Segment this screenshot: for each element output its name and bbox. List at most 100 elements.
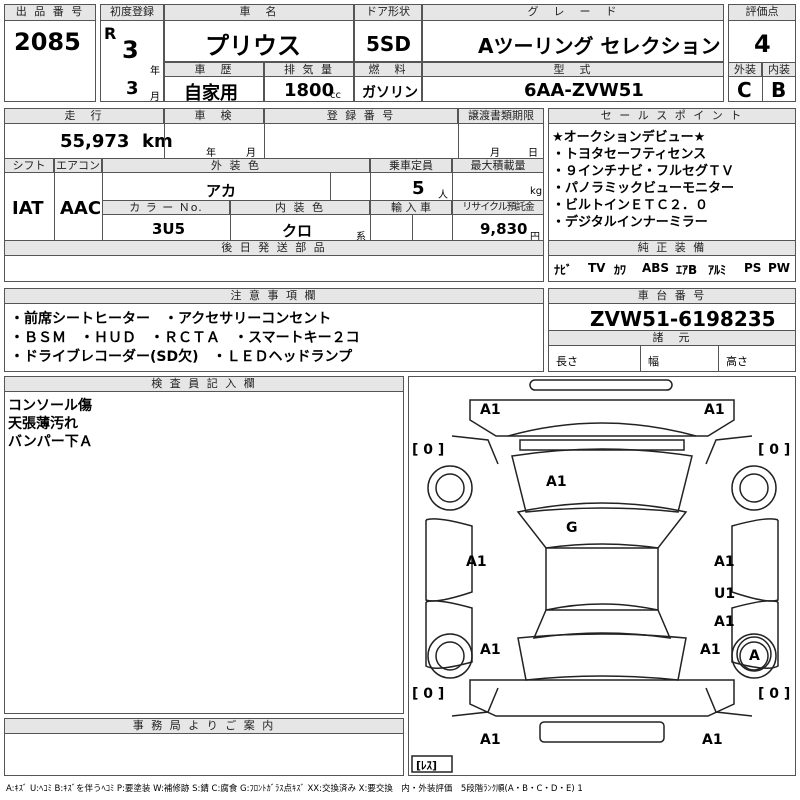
ext-score: C: [737, 78, 752, 102]
color-no-label: カ ラ ー Ｎo.: [102, 200, 230, 215]
later-parts-label: 後 日 発 送 部 品: [4, 240, 544, 256]
mark-door-right: A1: [714, 554, 735, 570]
mark-rear-left: A1: [480, 732, 501, 748]
mark-hood: A1: [546, 474, 567, 490]
grade-label: グ レ ー ド: [422, 4, 724, 21]
inspector-line: バンパー下Ａ: [8, 434, 93, 450]
capacity-label: 乗車定員: [370, 158, 452, 173]
transfer-label: 譲渡書類期限: [458, 108, 544, 124]
shift: IAT: [12, 198, 44, 219]
tire-fl: [ 0 ]: [412, 442, 444, 458]
int-color: クロ: [282, 222, 313, 240]
tire-fr: [ 0 ]: [758, 442, 790, 458]
color-label: 外 装 色: [102, 158, 370, 173]
sales-line: ★オークションデビュー★: [552, 130, 706, 145]
inspection-year-unit: 年: [206, 148, 216, 159]
car-name: プリウス: [205, 32, 301, 60]
recycle-label: リサイクル預託金: [452, 200, 544, 215]
lot-label: 出 品 番 号: [4, 4, 96, 21]
first-reg-label: 初度登録: [100, 4, 164, 21]
recycle: 9,830: [480, 220, 528, 238]
fuel-label: 燃 料: [354, 62, 422, 77]
height-label: 高さ: [726, 355, 748, 368]
door-label: ドア形状: [354, 4, 422, 21]
displacement-unit: cc: [330, 90, 341, 101]
inspection-month-unit: 月: [246, 148, 256, 159]
mark-quarter-left: A1: [480, 642, 501, 658]
mark-door-right-u: U1: [714, 586, 735, 602]
displacement-label: 排 気 量: [264, 62, 354, 77]
equipment-item: ﾅﾋﾞ: [554, 263, 573, 277]
legend: A:ｷｽﾞ U:ﾍｺﾐ B:ｷｽﾞを伴うﾍｺﾐ P:要塗装 W:補修跡 S:錆 …: [6, 784, 583, 794]
equipment-item: ｶﾜ: [614, 263, 627, 277]
int-color-label: 内 装 色: [230, 200, 370, 215]
grade: Aツーリング セレクション: [478, 34, 721, 58]
mark-rear-door-right: A1: [714, 614, 735, 630]
inspector-line: コンソール傷: [8, 398, 92, 414]
notes-line: ・前席シートヒーター ・アクセサリーコンセント: [10, 311, 332, 327]
model-label: 型 式: [422, 62, 724, 77]
sales-line: ・パノラミックビューモニター: [552, 181, 735, 196]
era: R: [104, 24, 117, 43]
mark-rear-right: A1: [702, 732, 723, 748]
score: 4: [754, 30, 771, 58]
reg-year: 3: [122, 36, 139, 64]
history-label: 車 歴: [164, 62, 264, 77]
recycle-unit: 円: [530, 232, 540, 243]
ext-label: 外装: [728, 62, 762, 77]
int-color-unit: 系: [356, 232, 366, 243]
reg-number-label: 登 録 番 号: [264, 108, 458, 124]
sales-line: ・トヨタセーフティセンス: [552, 147, 707, 162]
mileage-label: 走 行: [4, 108, 164, 124]
mark-roof: G: [566, 520, 578, 536]
color: アカ: [206, 182, 237, 200]
score-label: 評価点: [728, 4, 796, 21]
office-label: 事 務 局 よ り ご 案 内: [4, 718, 404, 734]
capacity-unit: 人: [438, 190, 448, 201]
notes-label: 注 意 事 項 欄: [4, 288, 544, 304]
ac-label: エアコン: [54, 158, 102, 173]
mark-front-right: A1: [704, 402, 725, 418]
tire-rr: [ 0 ]: [758, 686, 790, 702]
mark-wheel-circle: A: [749, 648, 760, 664]
sales-line: ・デジタルインナーミラー: [552, 215, 708, 230]
year-unit: 年: [150, 66, 160, 77]
car-outline-svg: A1 A1 A1 G A1 A1 U1 A1 A1 A1 A1 A1 A [ 0…: [411, 379, 790, 773]
mark-front-left: A1: [480, 402, 501, 418]
mileage-unit: km: [142, 131, 173, 152]
sales-line: ・ビルトインＥＴＣ２．０: [552, 198, 709, 213]
transfer-day-unit: 日: [528, 148, 538, 159]
model: 6AA-ZVW51: [524, 80, 644, 101]
width-label: 幅: [648, 355, 659, 368]
door-type: 5SD: [366, 32, 411, 56]
int-label: 内装: [762, 62, 796, 77]
reg-month: 3: [126, 78, 139, 99]
inspector-line: 天張薄汚れ: [8, 416, 78, 432]
inspector-label: 検 査 員 記 入 欄: [4, 376, 404, 392]
shift-label: シフト: [4, 158, 54, 173]
import-label: 輸 入 車: [370, 200, 452, 215]
spare-tire: [ﾚｽ]: [416, 759, 437, 772]
equipment-item: ｱﾙﾐ: [708, 263, 727, 277]
notes-line: ・ＢＳＭ ・ＨＵＤ ・ＲＣＴＡ ・スマートキー２コ: [10, 330, 360, 346]
tire-rl: [ 0 ]: [412, 686, 444, 702]
displacement: 1800: [284, 80, 335, 101]
month-unit: 月: [150, 92, 160, 103]
load-label: 最大積載量: [452, 158, 544, 173]
color-no: 3U5: [152, 220, 186, 238]
name-label: 車 名: [164, 4, 354, 21]
capacity: 5: [412, 178, 425, 199]
fuel: ガソリン: [362, 85, 418, 101]
transfer-month-unit: 月: [490, 148, 500, 159]
ac: AAC: [60, 198, 102, 219]
chassis-number: ZVW51-6198235: [590, 307, 776, 331]
equipment-label: 純 正 装 備: [548, 240, 796, 256]
dims-label: 諸 元: [548, 330, 796, 346]
mileage: 55,973: [60, 131, 130, 152]
sales-label: セ ー ル ス ポ イ ン ト: [548, 108, 796, 124]
notes-line: ・ドライブレコーダー(SD欠) ・ＬＥＤヘッドランプ: [10, 349, 353, 365]
lot-number: 2085: [14, 28, 81, 56]
equipment-item: ｴｱB: [676, 263, 698, 277]
sales-line: ・９インチナビ・フルセグＴＶ: [552, 164, 735, 179]
load-unit: kg: [530, 186, 543, 197]
